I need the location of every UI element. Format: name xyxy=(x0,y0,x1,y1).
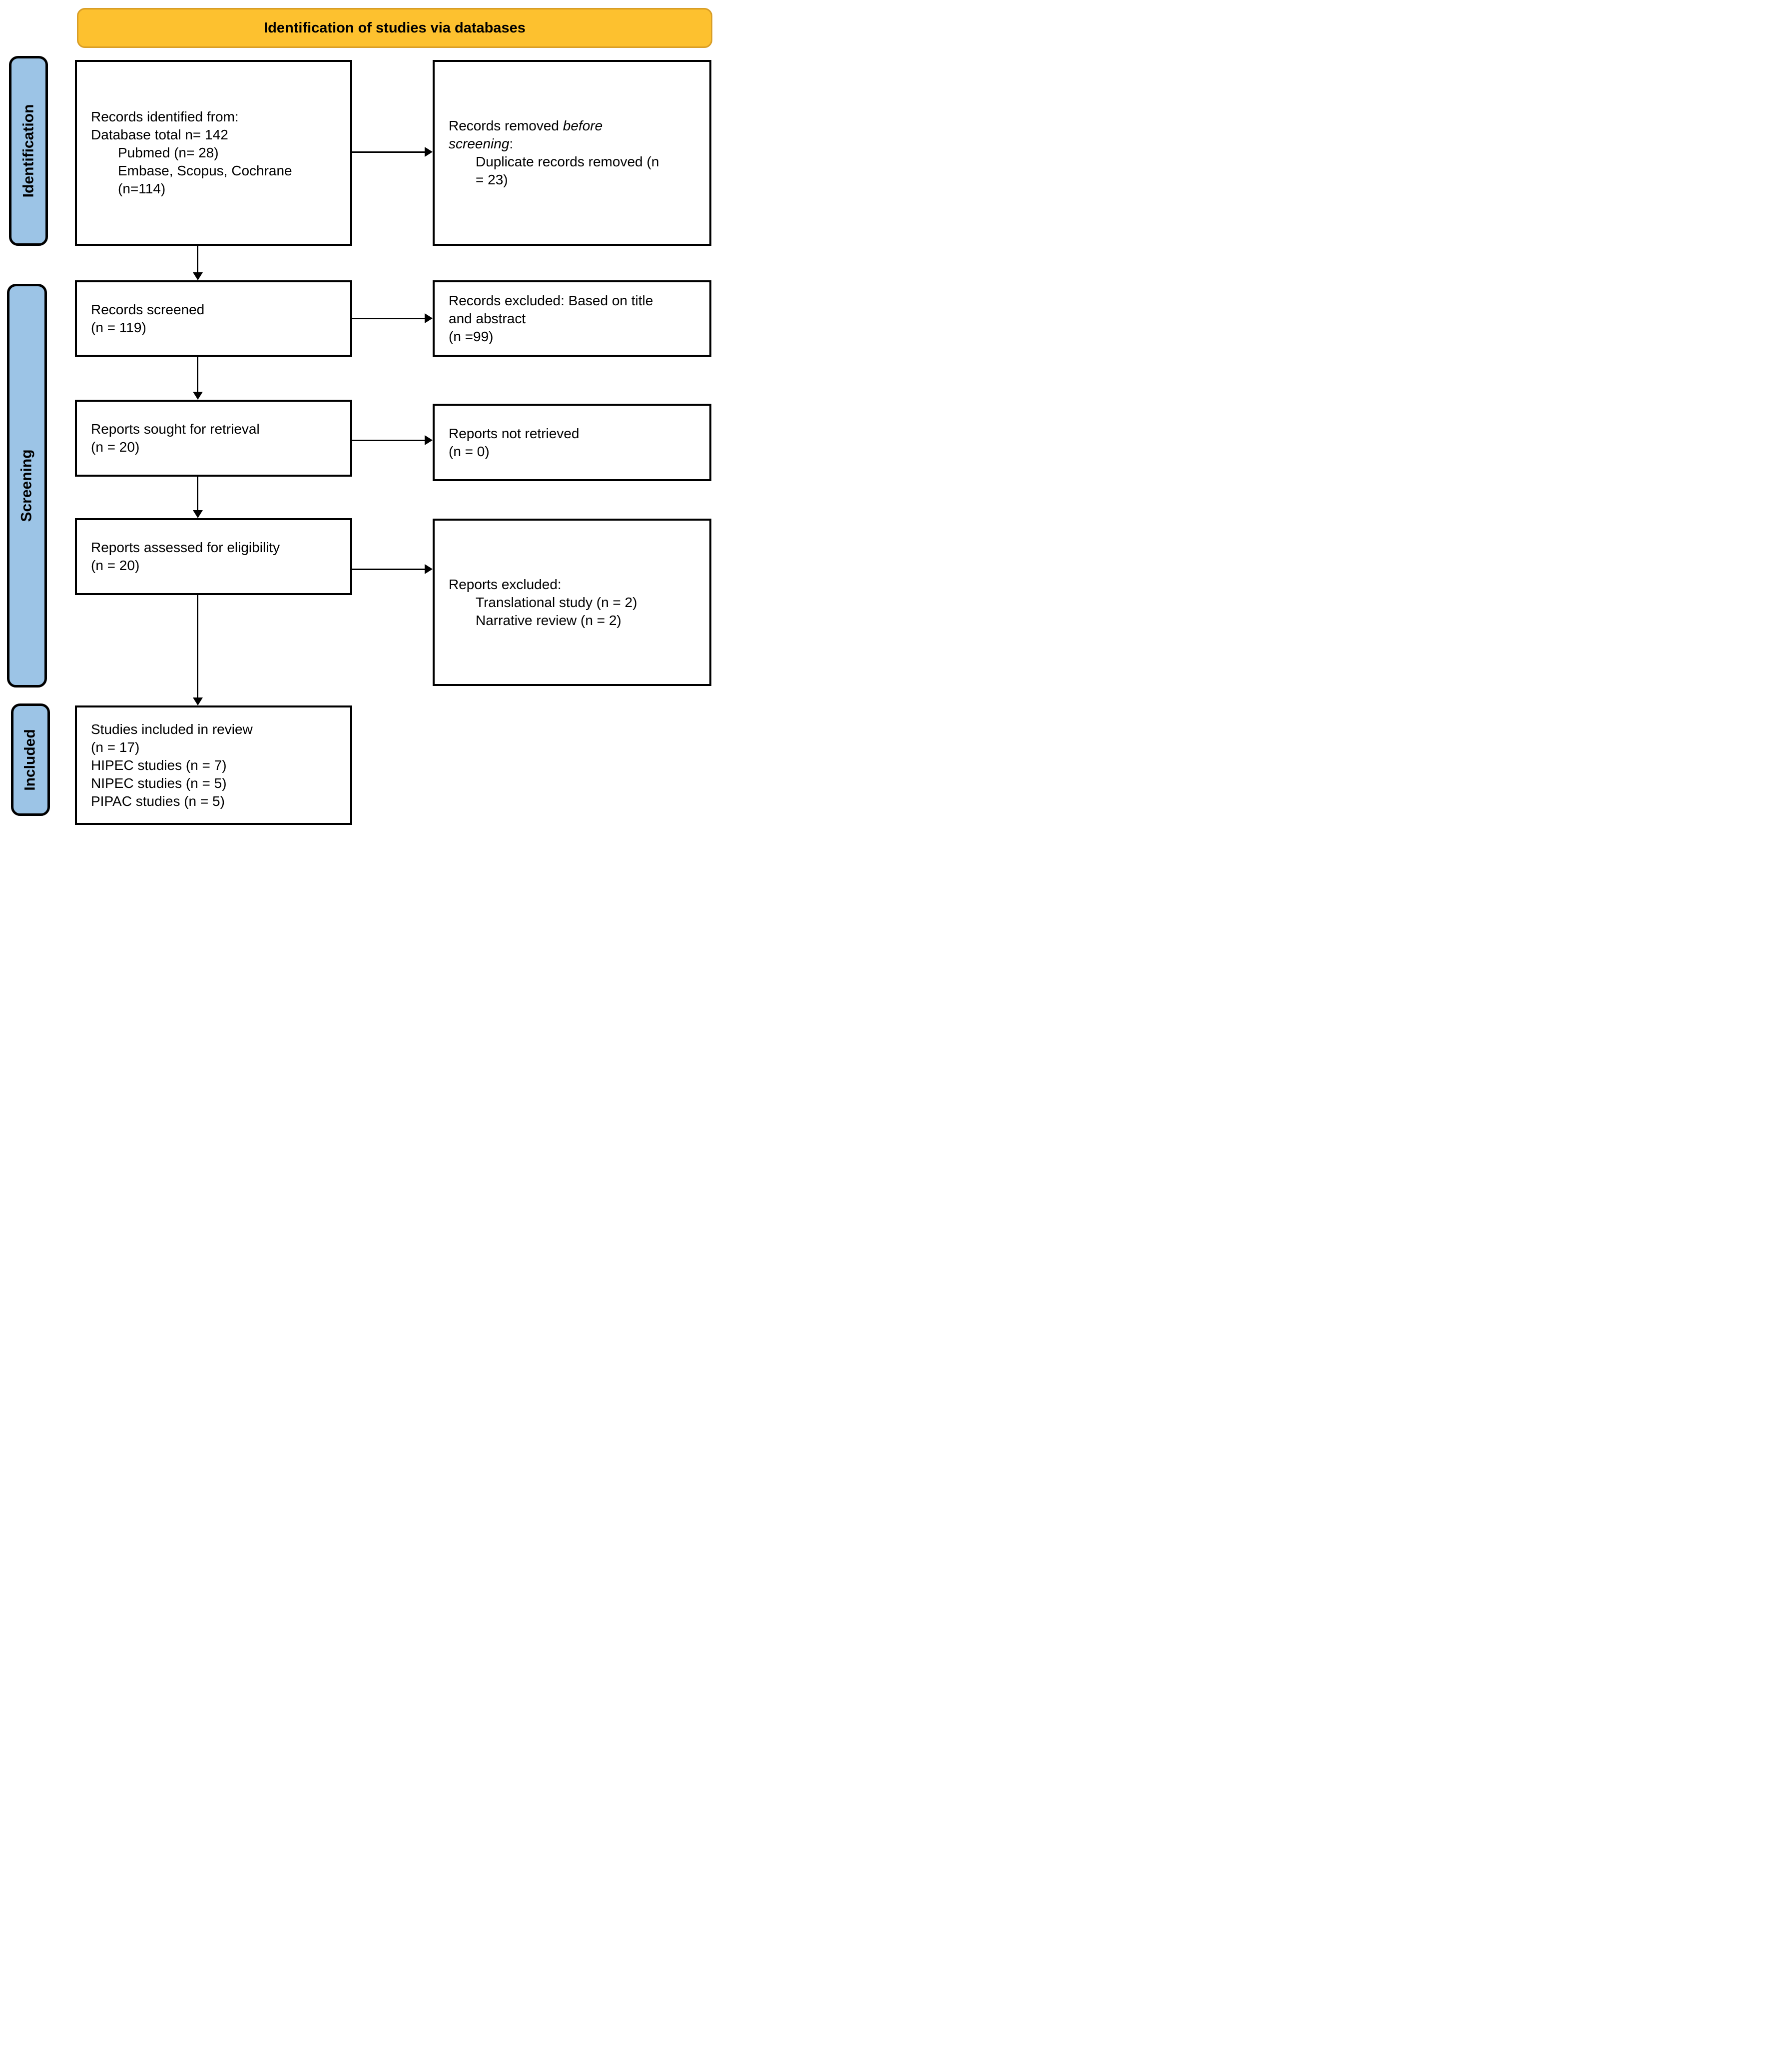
box-records-excluded: Records excluded: Based on title and abs… xyxy=(433,280,711,357)
arrow-screened-to-sought-head xyxy=(193,392,203,400)
sidebar-screening-label: Screening xyxy=(18,449,35,522)
arrow-identified-to-screened-line xyxy=(197,246,198,273)
sidebar-identification-label: Identification xyxy=(20,104,37,198)
box-reports-assessed: Reports assessed for eligibility (n = 20… xyxy=(75,518,352,595)
banner-title: Identification of studies via databases xyxy=(264,19,526,36)
sidebar-included-label: Included xyxy=(22,728,38,791)
arrow-sought-to-not-retrieved-head xyxy=(425,435,433,445)
box-reports-assessed-text: Reports assessed for eligibility (n = 20… xyxy=(91,540,280,573)
box-records-removed-text: Records removed before screening: Duplic… xyxy=(449,118,659,187)
box-reports-sought-text: Reports sought for retrieval (n = 20) xyxy=(91,421,260,455)
banner-identification-of-studies: Identification of studies via databases xyxy=(77,8,712,48)
box-records-removed: Records removed before screening: Duplic… xyxy=(433,60,711,246)
arrow-screened-to-sought-line xyxy=(197,357,198,393)
sidebar-screening: Screening xyxy=(7,284,47,688)
box-studies-included-text: Studies included in review (n = 17) HIPE… xyxy=(91,721,253,809)
box-records-screened: Records screened (n = 119) xyxy=(75,280,352,357)
box-reports-not-retrieved-text: Reports not retrieved (n = 0) xyxy=(449,425,580,459)
box-records-screened-text: Records screened (n = 119) xyxy=(91,301,205,335)
arrow-assessed-to-reports-excluded-head xyxy=(425,564,433,574)
arrow-screened-to-excluded-head xyxy=(425,313,433,323)
box-studies-included: Studies included in review (n = 17) HIPE… xyxy=(75,705,352,825)
arrow-identified-to-removed-head xyxy=(425,147,433,157)
arrow-identified-to-screened-head xyxy=(193,272,203,280)
box-records-identified: Records identified from: Database total … xyxy=(75,60,352,246)
arrow-sought-to-not-retrieved-line xyxy=(352,440,425,441)
arrow-assessed-to-included-line xyxy=(197,595,198,698)
arrow-assessed-to-reports-excluded-line xyxy=(352,569,425,570)
box-reports-excluded: Reports excluded: Translational study (n… xyxy=(433,519,711,686)
prisma-flow-diagram: Identification of studies via databases … xyxy=(0,0,717,826)
sidebar-identification: Identification xyxy=(9,56,48,246)
arrow-identified-to-removed-line xyxy=(352,151,425,153)
arrow-sought-to-assessed-head xyxy=(193,510,203,518)
arrow-assessed-to-included-head xyxy=(193,697,203,705)
box-reports-not-retrieved: Reports not retrieved (n = 0) xyxy=(433,404,711,481)
box-records-excluded-text: Records excluded: Based on title and abs… xyxy=(449,292,653,344)
arrow-sought-to-assessed-line xyxy=(197,477,198,511)
box-reports-excluded-text: Reports excluded: Translational study (n… xyxy=(449,576,637,628)
box-records-identified-text: Records identified from: Database total … xyxy=(91,109,292,196)
sidebar-included: Included xyxy=(11,703,50,816)
arrow-screened-to-excluded-line xyxy=(352,318,425,319)
box-reports-sought: Reports sought for retrieval (n = 20) xyxy=(75,400,352,477)
